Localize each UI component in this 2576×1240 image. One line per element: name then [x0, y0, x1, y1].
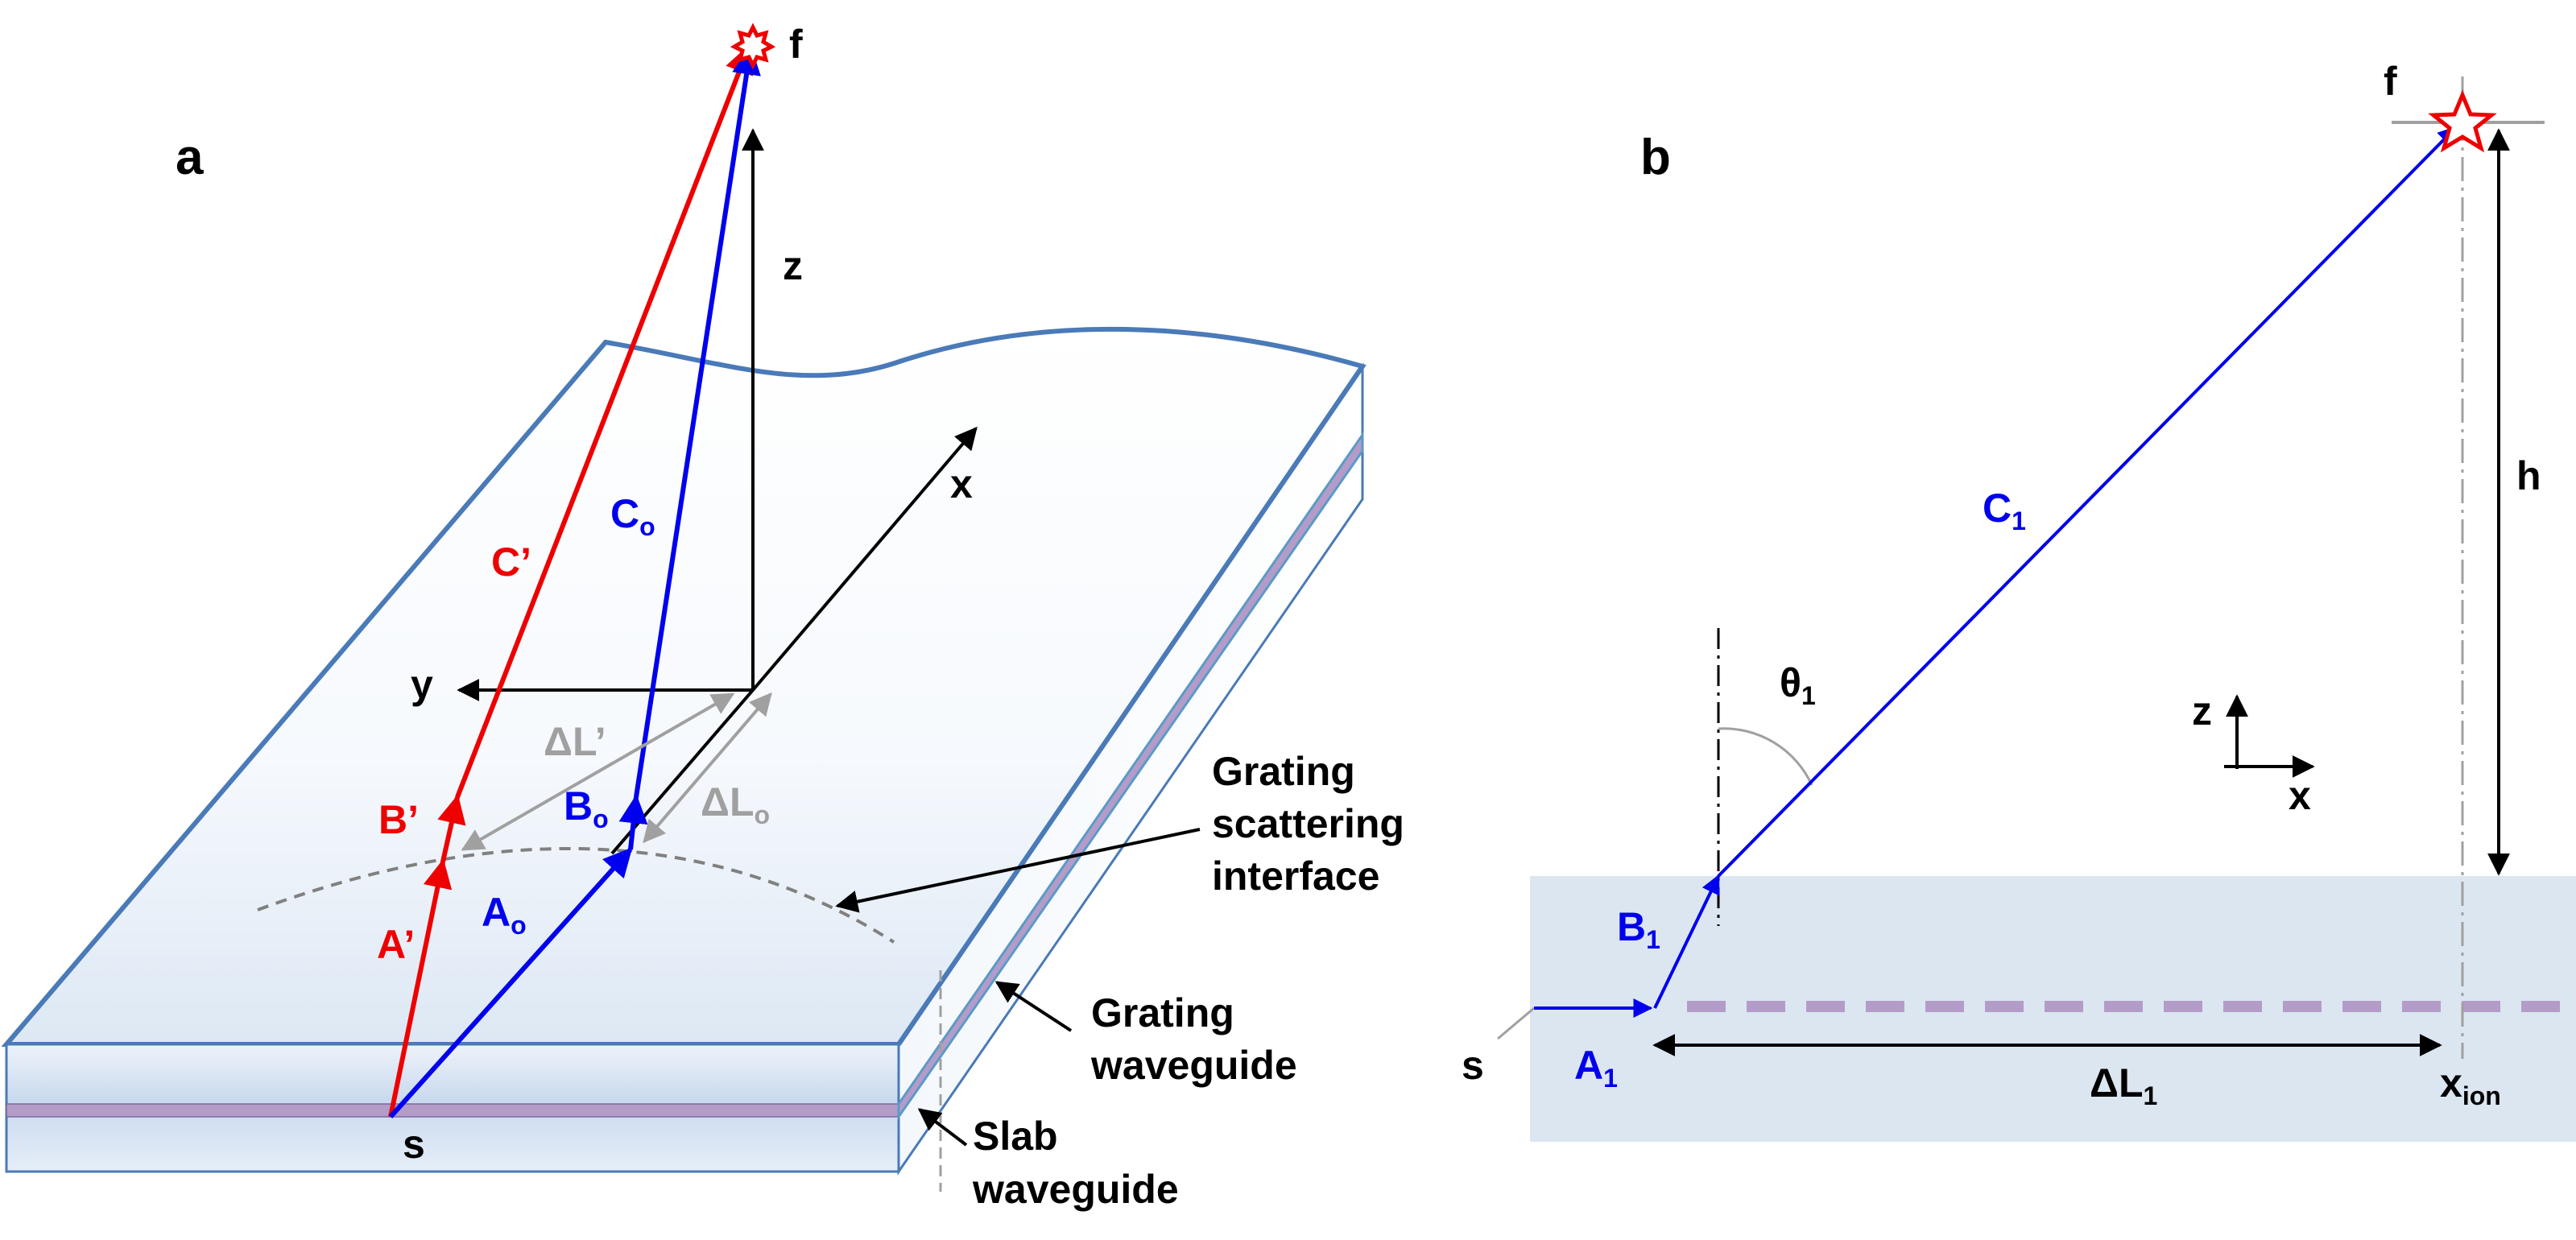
label-c1: C1	[1983, 486, 2026, 535]
slab-top-surface	[1, 326, 1367, 1047]
red-ray-a	[388, 858, 453, 1118]
panel-b-label: b	[1640, 130, 1671, 185]
red-path: A’ B’ C’	[377, 43, 754, 1118]
callouts-a: Grating scattering interface Grating wav…	[835, 749, 1404, 1212]
focus-label-b: f	[2384, 59, 2397, 104]
source-gray-line	[1497, 1006, 1535, 1040]
z-axis-label: z	[783, 243, 803, 288]
x-axis	[751, 426, 978, 692]
blue-ray-c	[634, 45, 761, 798]
grating-wg-callout-line-1: Grating	[1091, 990, 1234, 1035]
red-ray-b	[437, 794, 466, 862]
focus-label-a: f	[789, 22, 803, 67]
delta-blue-label: ΔLo	[701, 779, 770, 829]
theta-label: θ1	[1780, 660, 1816, 710]
scatter-leader	[835, 828, 1201, 913]
waveguide-block	[1, 326, 1367, 1192]
panel-b: b θ1 s A1 B1 C1 f h ΔL1 xion	[1462, 59, 2576, 1142]
ray-c1	[1717, 126, 2458, 878]
slab-wg-callout-line-2: waveguide	[972, 1167, 1179, 1212]
delta-l1-label: ΔL1	[2090, 1060, 2157, 1110]
label-b1: B1	[1617, 904, 1660, 954]
blue-path-b: A1 B1 C1	[1534, 126, 2458, 1093]
label-a1: A1	[1574, 1043, 1618, 1093]
blue-ray-a	[388, 847, 633, 1119]
red-ray-c	[455, 43, 754, 799]
grating-layer-front	[6, 1103, 899, 1118]
delta-arrows-a: ΔL’ ΔLo	[461, 692, 772, 851]
z-axis-label-b: z	[2192, 688, 2212, 734]
theta-arc	[1718, 727, 1813, 786]
scatter-callout-line-2: scattering	[1212, 801, 1404, 846]
source-label-a: s	[403, 1122, 425, 1167]
scatter-callout-line-1: Grating	[1212, 749, 1355, 794]
height-label: h	[2516, 453, 2541, 498]
scatter-callout-line-3: interface	[1212, 854, 1379, 899]
axes-b: z x	[2192, 688, 2315, 818]
delta-red-label: ΔL’	[544, 719, 606, 764]
focus-star-b-icon	[2428, 89, 2497, 153]
axes-a: z y x	[411, 128, 978, 855]
blue-label-a: Ao	[482, 890, 527, 940]
slab-wg-leader	[917, 1108, 968, 1147]
source-label-b: s	[1462, 1043, 1484, 1088]
grating-layer-side	[897, 431, 1364, 1121]
delta-blue-arrow	[643, 692, 772, 844]
panel-a: a z y x A’ B’	[1, 22, 1404, 1212]
blue-label-c: Co	[610, 491, 655, 541]
x-ion-label: xion	[2440, 1060, 2501, 1110]
grating-wg-leader	[994, 981, 1073, 1032]
grating-wg-callout-line-2: waveguide	[1090, 1043, 1297, 1088]
x-axis-label: x	[950, 461, 973, 506]
panel-a-label: a	[176, 130, 204, 185]
ray-b1	[1653, 874, 1720, 1009]
focus-star-a: f	[730, 22, 803, 70]
red-label-b: B’	[378, 797, 419, 842]
red-label-a: A’	[377, 922, 415, 967]
y-axis-label: y	[411, 662, 433, 707]
red-label-c: C’	[491, 539, 531, 585]
slab-side-edge	[896, 365, 1365, 1046]
focus-star-a-icon	[730, 23, 776, 70]
x-axis-label-b: x	[2289, 773, 2311, 818]
slab-wg-callout-line-1: Slab	[973, 1114, 1058, 1159]
